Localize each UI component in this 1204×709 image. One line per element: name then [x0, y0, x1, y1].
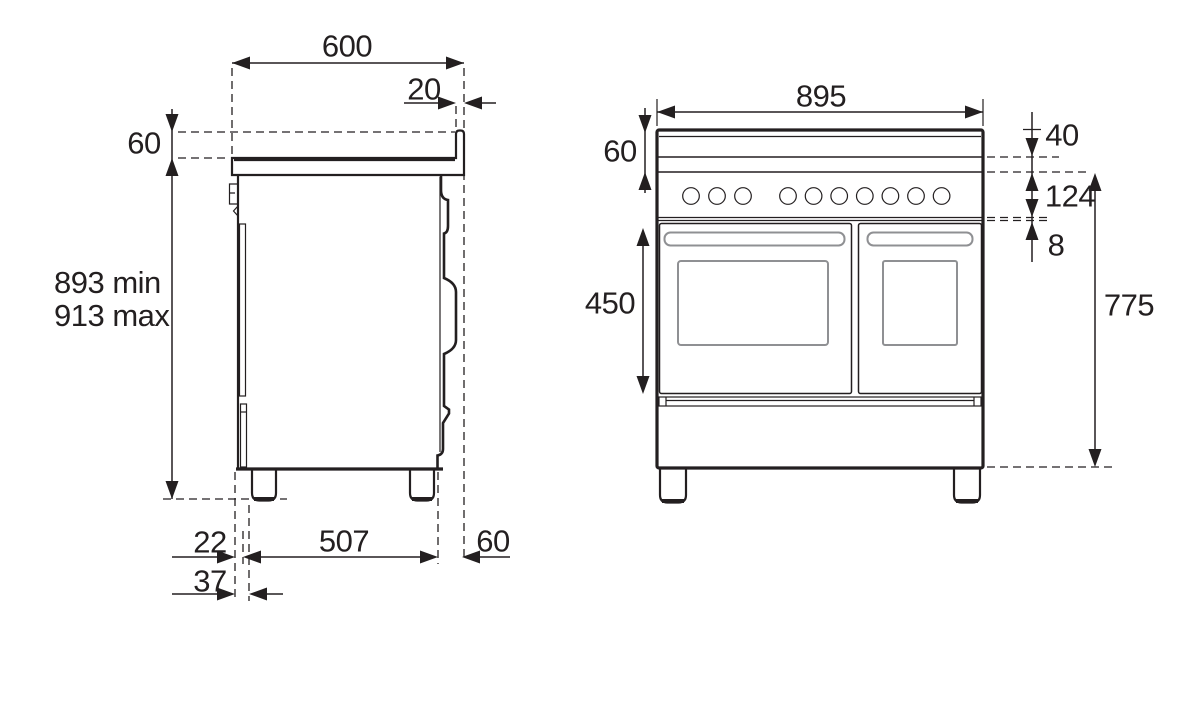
front-view-dimensions	[636, 99, 1112, 468]
rear-panel-upper	[238, 223, 247, 397]
main-oven-window	[677, 260, 829, 346]
dim-label-hob-height: 60	[603, 133, 637, 169]
control-knob	[907, 187, 925, 205]
control-knob	[932, 187, 951, 205]
small-oven-window	[882, 260, 958, 346]
dim-label-lower-body-height: 775	[1103, 287, 1155, 323]
dim-label-foot-depth: 507	[318, 523, 370, 559]
rear-panel-lower	[239, 403, 248, 468]
control-knob	[855, 187, 874, 205]
rear-bracket	[228, 183, 238, 205]
lower-rail	[658, 396, 982, 407]
dim-label-rear-foot-offset: 37	[193, 563, 227, 599]
rear-leg	[250, 469, 278, 502]
body-outline	[655, 128, 985, 470]
dim-label-panel-door-gap: 8	[1047, 227, 1065, 263]
dim-label-height-min: 893 min	[54, 265, 161, 300]
control-knob	[830, 187, 849, 205]
dim-label-front-clearance: 60	[476, 523, 510, 559]
right-foot	[952, 468, 982, 504]
dim-label-upstand-thickness: 20	[407, 71, 441, 107]
control-knob	[734, 187, 752, 205]
small-oven-door	[857, 222, 983, 395]
front-profile	[436, 175, 458, 468]
panel-door-gap-lines	[657, 216, 983, 222]
worktop-slab	[230, 129, 466, 177]
front-view	[655, 128, 985, 504]
dim-label-top-width: 600	[321, 28, 373, 64]
front-leg	[408, 469, 436, 502]
side-view-dimensions	[163, 56, 510, 601]
side-view	[228, 129, 466, 502]
dim-label-rear-clearance: 22	[193, 524, 227, 560]
control-knob	[682, 187, 700, 205]
control-knob	[708, 187, 726, 205]
dim-label-height-range: 893 min 913 max	[54, 265, 170, 333]
main-oven-handle	[663, 231, 846, 247]
dim-label-top-trim-height: 40	[1045, 117, 1079, 153]
control-knob	[804, 187, 823, 205]
small-oven-handle	[866, 231, 974, 247]
control-knob	[881, 187, 900, 205]
main-oven-door	[658, 222, 853, 395]
dim-label-height-max: 913 max	[54, 298, 170, 333]
dim-label-front-width: 895	[795, 78, 847, 114]
control-knob	[779, 187, 797, 205]
dim-label-control-panel-height: 124	[1044, 178, 1096, 214]
dim-label-oven-door-height: 450	[584, 285, 636, 321]
control-knobs	[682, 187, 951, 205]
left-foot	[658, 468, 688, 504]
dim-label-upstand-height: 60	[127, 125, 161, 161]
